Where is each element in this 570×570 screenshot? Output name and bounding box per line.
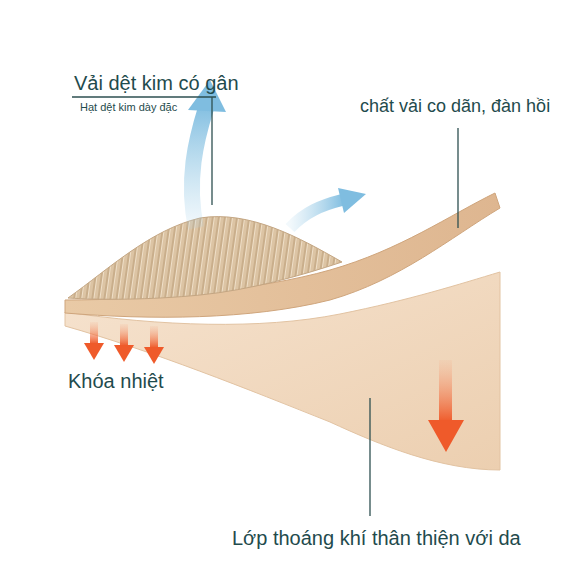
sub-label: Hạt dệt kim dày đặc — [80, 101, 177, 114]
leader-line — [457, 128, 458, 228]
part-label: Vải dệt kim có gân — [74, 72, 239, 95]
heat-arrows — [84, 322, 164, 364]
leader-line — [211, 97, 212, 205]
part-label: Khóa nhiệt — [68, 370, 164, 393]
label-underline — [72, 96, 216, 97]
leader-line — [369, 398, 370, 516]
heat-arrow — [439, 360, 452, 422]
heat-arrow-head — [428, 420, 464, 452]
part-label: Lớp thoáng khí thân thiện với da — [232, 527, 521, 550]
vapour-arrow — [192, 108, 206, 228]
vapour-arrow — [290, 200, 342, 228]
part-label: chất vải co dãn, đàn hồi — [360, 96, 550, 117]
ribbed-knit-layer — [68, 217, 342, 300]
elastic-layer — [65, 193, 500, 317]
vapour-arrow-head — [338, 188, 366, 213]
